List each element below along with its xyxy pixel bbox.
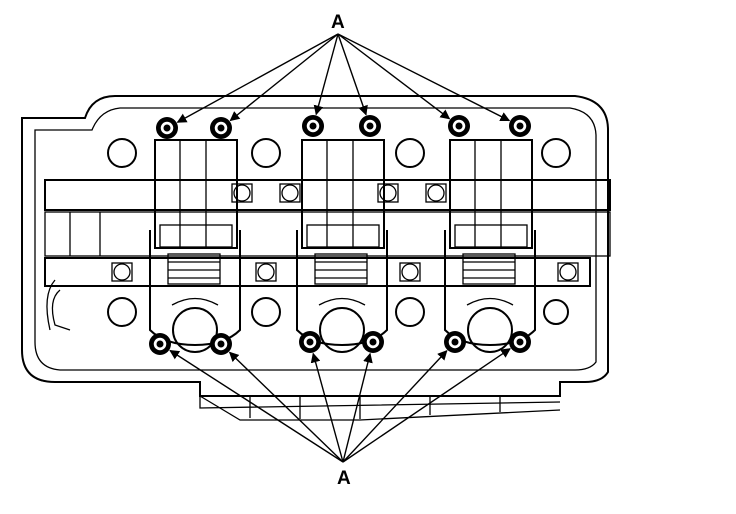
callout-arrow-1 [176, 33, 339, 123]
rocker-assembly-1 [149, 139, 241, 353]
callout-arrow-7 [169, 349, 344, 463]
callout-arrow-10 [342, 352, 373, 463]
callout-arrow-8 [228, 351, 344, 463]
bolt-8 [210, 333, 232, 355]
rocker-assembly-3 [444, 139, 536, 353]
callout-arrow-9 [310, 352, 344, 463]
bolt-1 [156, 117, 178, 139]
bolt-2 [210, 117, 232, 139]
callout-arrow-2 [229, 33, 339, 122]
callout-label-bottom: A [337, 468, 351, 489]
callout-arrow-3 [313, 33, 339, 116]
bolt-12 [509, 331, 531, 353]
callout-arrow-12 [342, 348, 511, 463]
callout-arrow-6 [337, 33, 511, 122]
callout-arrow-4 [337, 33, 368, 116]
bolt-11 [444, 331, 466, 353]
callout-arrows [169, 33, 511, 463]
bolt-7 [149, 333, 171, 355]
bolt-6 [509, 115, 531, 137]
bolt-10 [362, 331, 384, 353]
bolts [149, 115, 531, 355]
rocker-assembly-2 [296, 139, 388, 353]
bolt-4 [359, 115, 381, 137]
bolt-9 [299, 331, 321, 353]
head-outline [21, 95, 609, 421]
callout-arrow-5 [337, 33, 451, 120]
callout-arrow-11 [342, 350, 448, 463]
callout-label-top: A [331, 12, 345, 33]
bolt-5 [448, 115, 470, 137]
bolt-3 [302, 115, 324, 137]
head-ports [107, 138, 579, 327]
